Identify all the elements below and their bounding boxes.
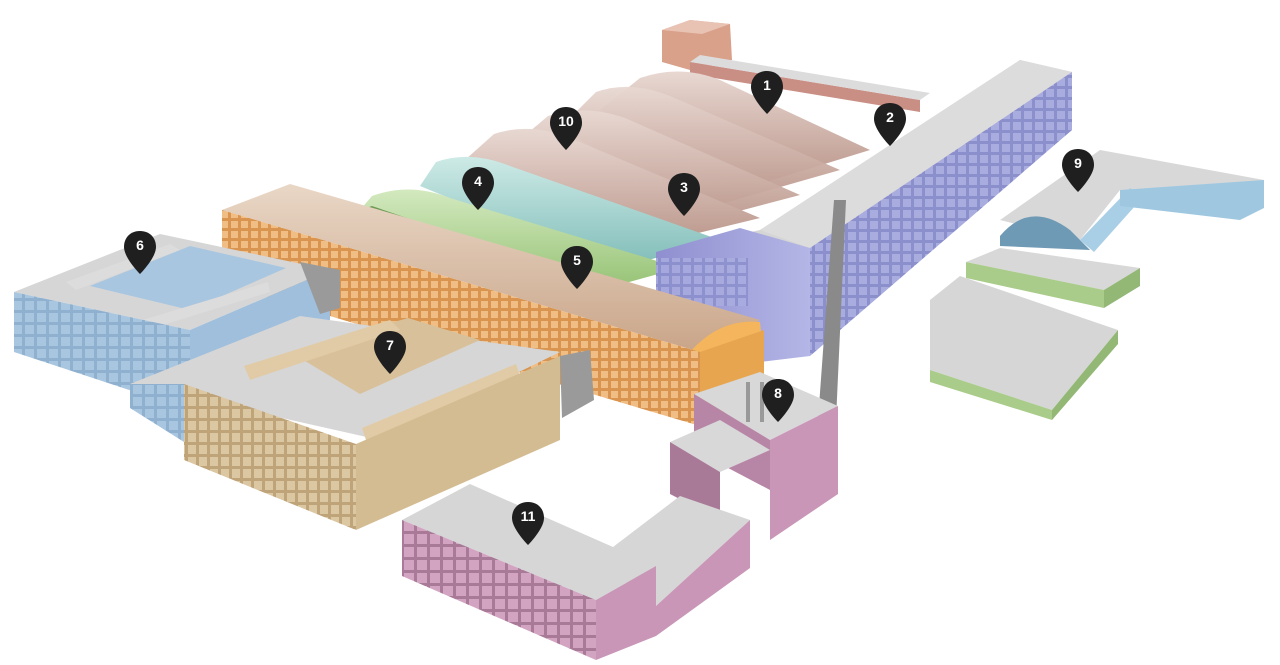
map-pin-icon	[462, 167, 494, 210]
marker-label: 7	[386, 337, 394, 353]
marker-label: 8	[774, 385, 782, 401]
map-pin-icon	[762, 379, 794, 422]
map-pin-icon	[874, 103, 906, 146]
map-pin-icon	[561, 246, 593, 289]
marker-4[interactable]: 4	[461, 166, 495, 212]
marker-label: 10	[558, 113, 574, 129]
marker-3[interactable]: 3	[667, 172, 701, 218]
map-pin-icon	[124, 231, 156, 274]
marker-label: 1	[763, 77, 771, 93]
marker-label: 5	[573, 252, 581, 268]
marker-10[interactable]: 10	[549, 106, 583, 152]
marker-8[interactable]: 8	[761, 378, 795, 424]
map-pin-icon	[668, 173, 700, 216]
marker-11[interactable]: 11	[511, 501, 545, 547]
marker-6[interactable]: 6	[123, 230, 157, 276]
marker-label: 11	[520, 508, 536, 524]
building-1	[662, 20, 930, 112]
map-pin-icon	[550, 107, 582, 150]
building-9	[930, 150, 1264, 420]
chimney	[818, 200, 846, 420]
marker-label: 4	[474, 173, 482, 189]
building-7	[130, 316, 594, 530]
building-3	[420, 156, 720, 268]
map-pin-icon	[1062, 149, 1094, 192]
map-pin-icon	[374, 331, 406, 374]
building-10	[456, 71, 870, 252]
building-11	[402, 484, 750, 660]
marker-label: 6	[136, 237, 144, 253]
marker-1[interactable]: 1	[750, 70, 784, 116]
marker-label: 3	[680, 179, 688, 195]
map-pin-icon	[751, 71, 783, 114]
marker-5[interactable]: 5	[560, 245, 594, 291]
map-pin-icon	[512, 502, 544, 545]
marker-label: 2	[886, 109, 894, 125]
marker-7[interactable]: 7	[373, 330, 407, 376]
marker-2[interactable]: 2	[873, 102, 907, 148]
marker-9[interactable]: 9	[1061, 148, 1095, 194]
marker-label: 9	[1074, 155, 1082, 171]
